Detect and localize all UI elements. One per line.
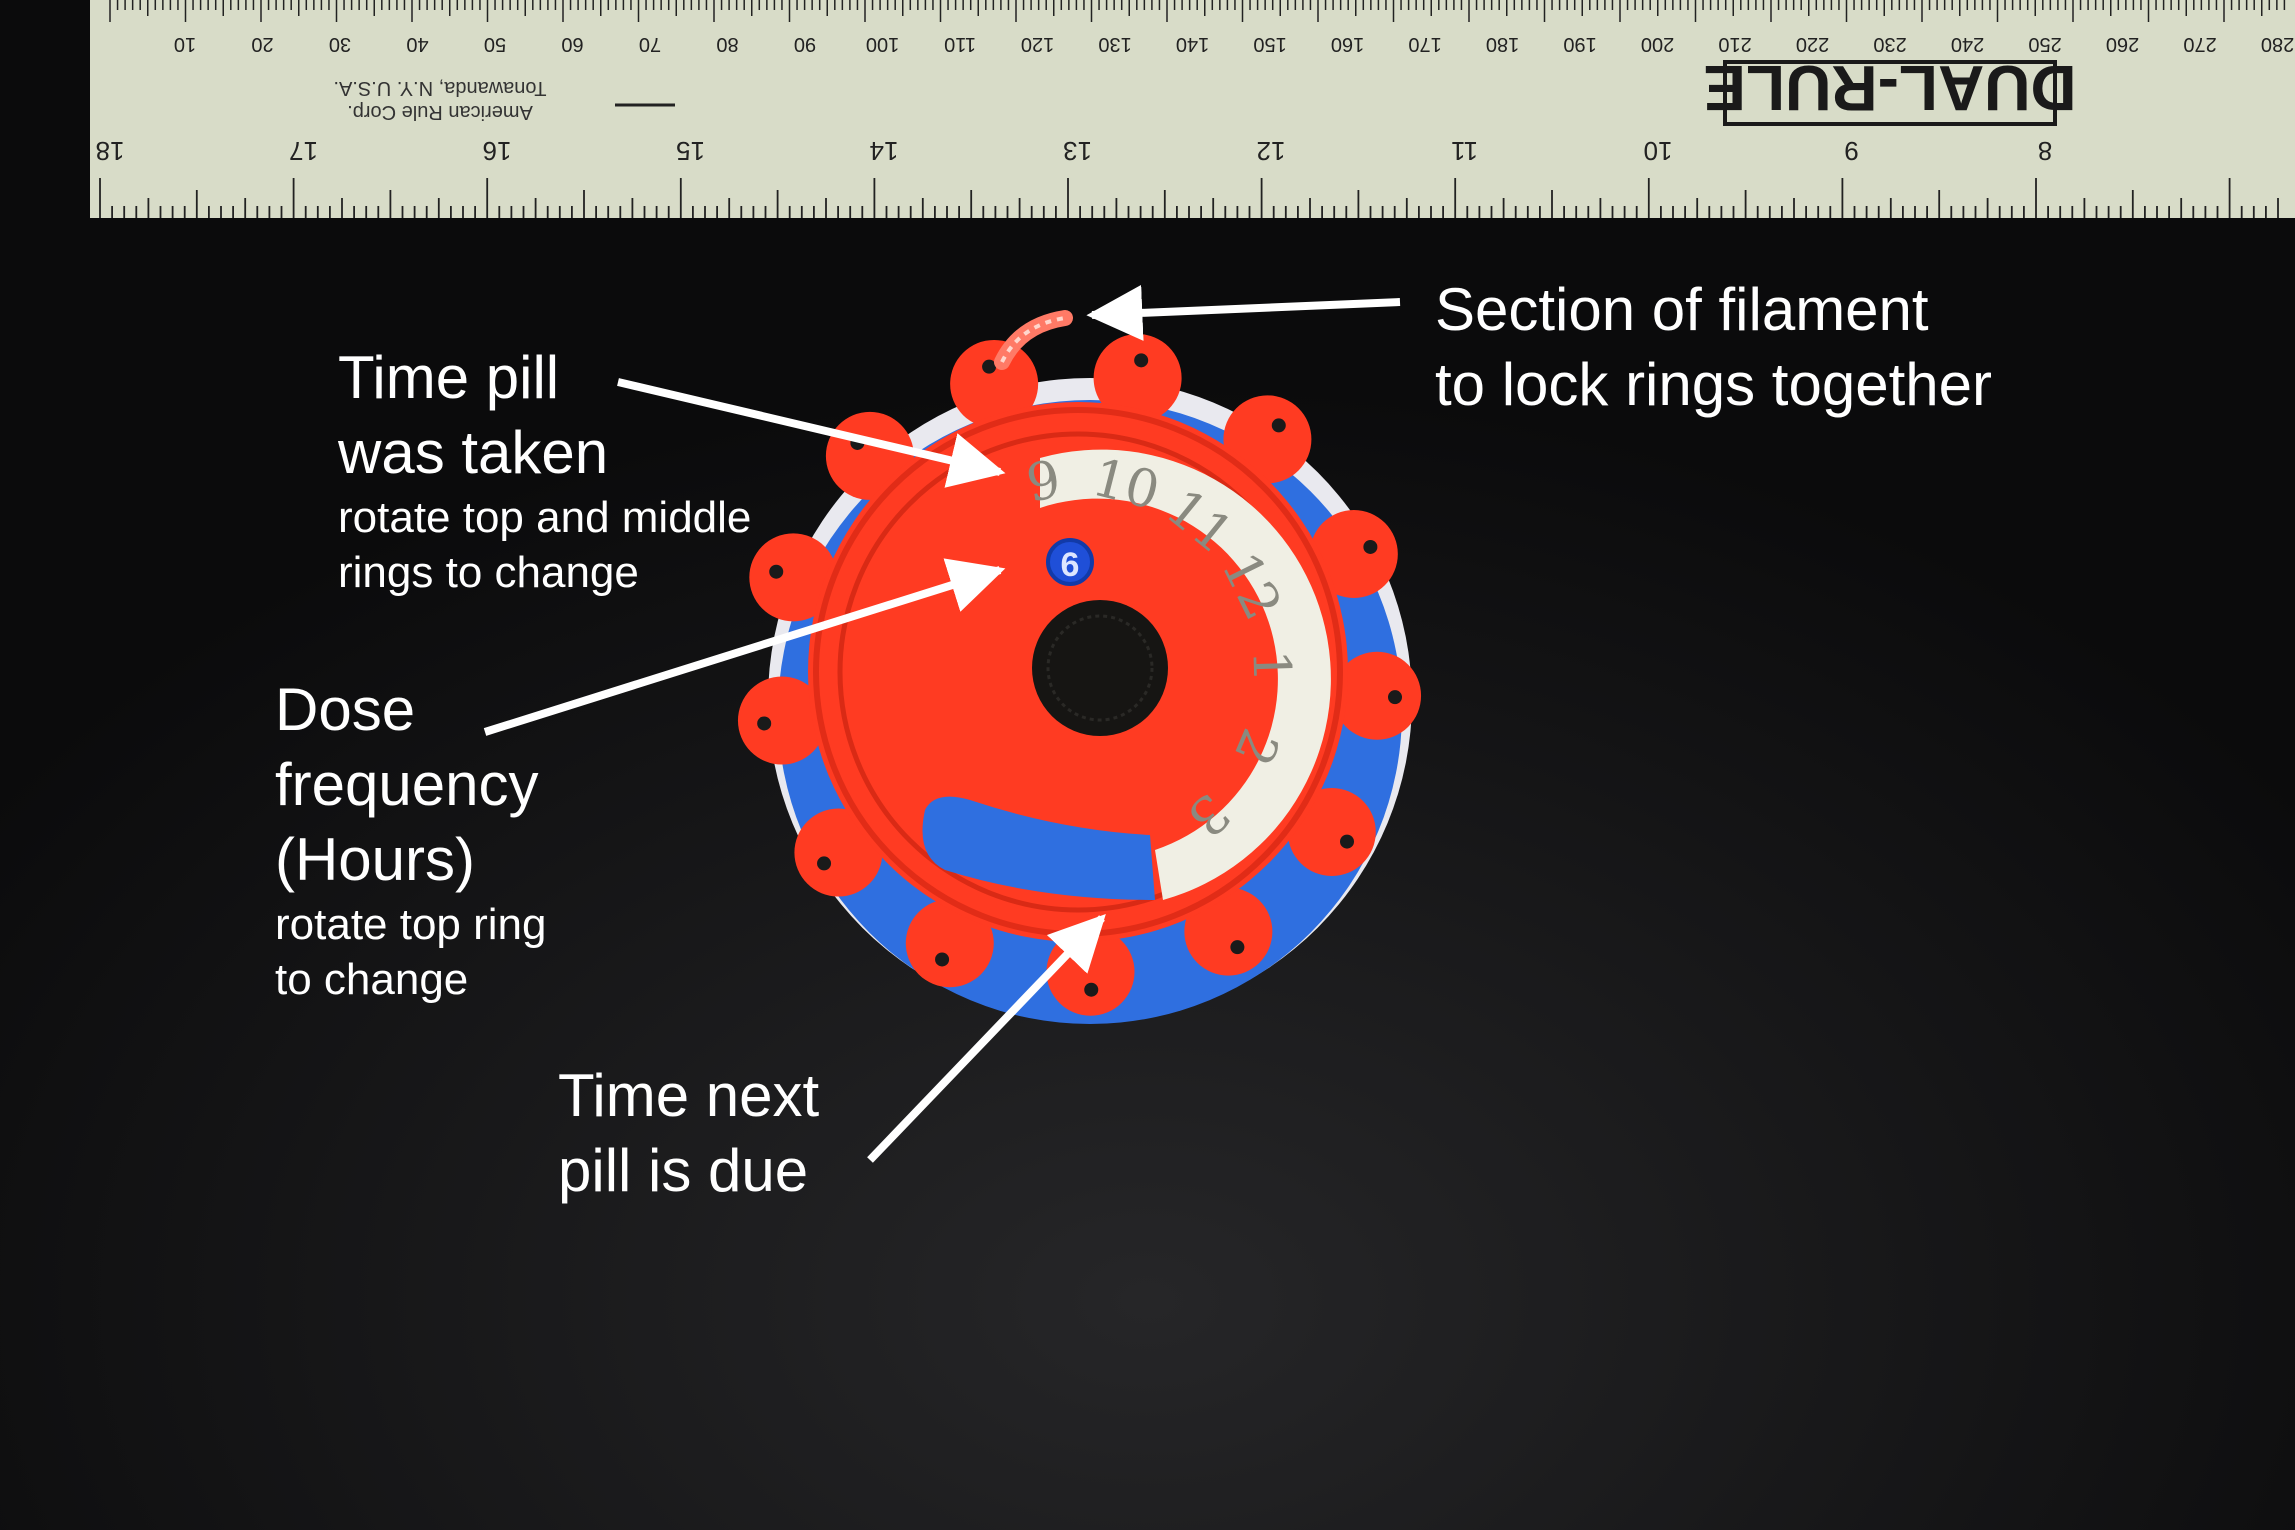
ruler-inch-label: 17 <box>289 136 318 166</box>
ruler-inch-labels: 18 17 16 15 14 13 12 11 10 9 8 <box>96 136 2053 166</box>
annotation-taken-sub2: rings to change <box>338 548 639 597</box>
ruler-mm-label: 80 <box>716 33 738 55</box>
ruler-mm-label: 250 <box>2028 33 2061 55</box>
numeral-track <box>1040 449 1331 900</box>
annotation-dose-sub2: to change <box>275 955 469 1004</box>
ruler-mm-label: 280 <box>2261 33 2294 55</box>
ruler-mm-label: 260 <box>2106 33 2139 55</box>
ruler-mm-ticks <box>109 0 2286 22</box>
ruler-inch-label: 13 <box>1063 136 1092 166</box>
annotation-filament-line2: to lock rings together <box>1435 351 1992 418</box>
ruler-mm-label: 110 <box>944 33 976 55</box>
annotation-filament: Section of filament to lock rings togeth… <box>1435 272 1992 422</box>
annotation-dose-sub1: rotate top ring <box>275 900 547 949</box>
ruler-mm-label: 160 <box>1331 33 1364 55</box>
frequency-value: 6 <box>1061 546 1080 584</box>
ruler-mm-label: 200 <box>1641 33 1674 55</box>
ruler-mm-label: 10 <box>174 33 196 55</box>
frequency-indicator <box>1046 538 1094 586</box>
ruler-mm-label: 230 <box>1873 33 1906 55</box>
ruler-mm-label: 100 <box>866 33 899 55</box>
annotation-arrows <box>483 284 1401 1163</box>
ruler-mm-label: 170 <box>1408 33 1441 55</box>
arrow-filament <box>1086 284 1401 341</box>
annotation-dose-line2: frequency <box>275 751 539 818</box>
ruler: 10 20 30 40 50 60 70 80 90 100 110 120 130 140 150 160 1… <box>90 0 2295 218</box>
ruler-inch-ticks <box>99 178 2279 218</box>
center-knob <box>1032 600 1168 736</box>
ruler-mm-label: 90 <box>794 33 816 55</box>
annotation-taken-sub1: rotate top and middle <box>338 493 752 542</box>
ruler-mm-label: 140 <box>1176 33 1209 55</box>
ruler-inch-label: 9 <box>1844 136 1858 166</box>
outer-red-ring <box>737 333 1422 1016</box>
annotation-next-line1: Time next <box>558 1062 820 1129</box>
lock-filament <box>994 310 1073 370</box>
ruler-mm-label: 50 <box>484 33 506 55</box>
ruler-mm-label: 70 <box>639 33 661 55</box>
annotation-time-taken: Time pill was taken rotate top and middl… <box>338 340 751 600</box>
ruler-mm-label: 60 <box>561 33 583 55</box>
ruler-inch-label: 8 <box>2038 136 2052 166</box>
annotation-time-next: Time next pill is due <box>558 1058 819 1208</box>
annotation-taken-line2: was taken <box>338 419 609 486</box>
ruler-mm-label: 40 <box>406 33 428 55</box>
ruler-maker-line2: Tonawanda, N.Y. U.S.A. <box>333 77 546 99</box>
ruler-mm-label: 120 <box>1021 33 1054 55</box>
ruler-mm-label: 20 <box>251 33 273 55</box>
hour-numeral: 1 <box>1240 649 1301 684</box>
ruler-mm-label: 190 <box>1563 33 1596 55</box>
annotation-dose-line3: (Hours) <box>275 826 476 893</box>
ruler-mm-label: 220 <box>1796 33 1829 55</box>
ruler-mm-label: 240 <box>1951 33 1984 55</box>
ruler-mm-label: 210 <box>1718 33 1751 55</box>
ruler-inch-label: 10 <box>1644 136 1673 166</box>
ruler-mm-labels: 10 20 30 40 50 60 70 80 90 100 110 120 130 140 150 160 1… <box>174 33 2294 55</box>
ruler-inch-label: 11 <box>1451 136 1478 166</box>
ruler-mm-label: 150 <box>1253 33 1286 55</box>
annotation-dose-frequency: Dose frequency (Hours) rotate top ring t… <box>275 672 547 1007</box>
annotation-taken-line1: Time pill <box>338 344 560 411</box>
ruler-inch-label: 12 <box>1257 136 1286 166</box>
arrow-dose <box>483 558 1006 736</box>
annotation-next-line2: pill is due <box>558 1137 809 1204</box>
ruler-inch-label: 16 <box>483 136 512 166</box>
ruler-mm-label: 270 <box>2183 33 2216 55</box>
annotation-dose-line1: Dose <box>275 676 416 743</box>
ruler-mm-label: 180 <box>1486 33 1519 55</box>
ruler-mm-label: 130 <box>1098 33 1131 55</box>
annotation-filament-line1: Section of filament <box>1435 276 1929 343</box>
ruler-mm-label: 30 <box>329 33 351 55</box>
arrow-next <box>867 913 1106 1163</box>
ruler-inch-label: 18 <box>96 136 125 166</box>
due-window <box>922 796 1155 900</box>
ruler-inch-label: 14 <box>870 136 899 166</box>
arrow-taken <box>617 378 1006 488</box>
ruler-inch-label: 15 <box>676 136 705 166</box>
ruler-maker-line1: American Rule Corp. <box>347 101 533 123</box>
